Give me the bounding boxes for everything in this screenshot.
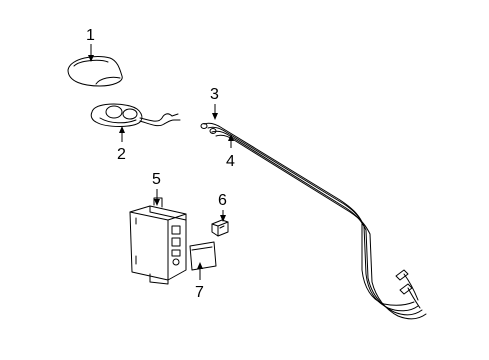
callout-1-group: 1 xyxy=(86,27,95,62)
callout-5-group: 5 xyxy=(152,171,161,206)
callout-4-group: 4 xyxy=(226,134,235,170)
antenna-base xyxy=(90,103,181,127)
callout-1: 1 xyxy=(86,27,95,44)
callout-5: 5 xyxy=(152,171,161,188)
cable-harness xyxy=(200,122,427,320)
callout-7-group: 7 xyxy=(195,262,204,301)
callout-3: 3 xyxy=(210,86,219,103)
callout-6-group: 6 xyxy=(218,192,227,222)
callout-7: 7 xyxy=(195,284,204,301)
pad xyxy=(189,241,217,271)
callout-4: 4 xyxy=(226,153,235,170)
callout-6: 6 xyxy=(218,192,227,209)
callout-2-group: 2 xyxy=(117,126,126,163)
antenna-cover xyxy=(67,56,123,87)
clip xyxy=(211,219,229,237)
callout-2: 2 xyxy=(117,146,126,163)
callout-3-group: 3 xyxy=(210,86,219,120)
control-module xyxy=(129,197,187,285)
